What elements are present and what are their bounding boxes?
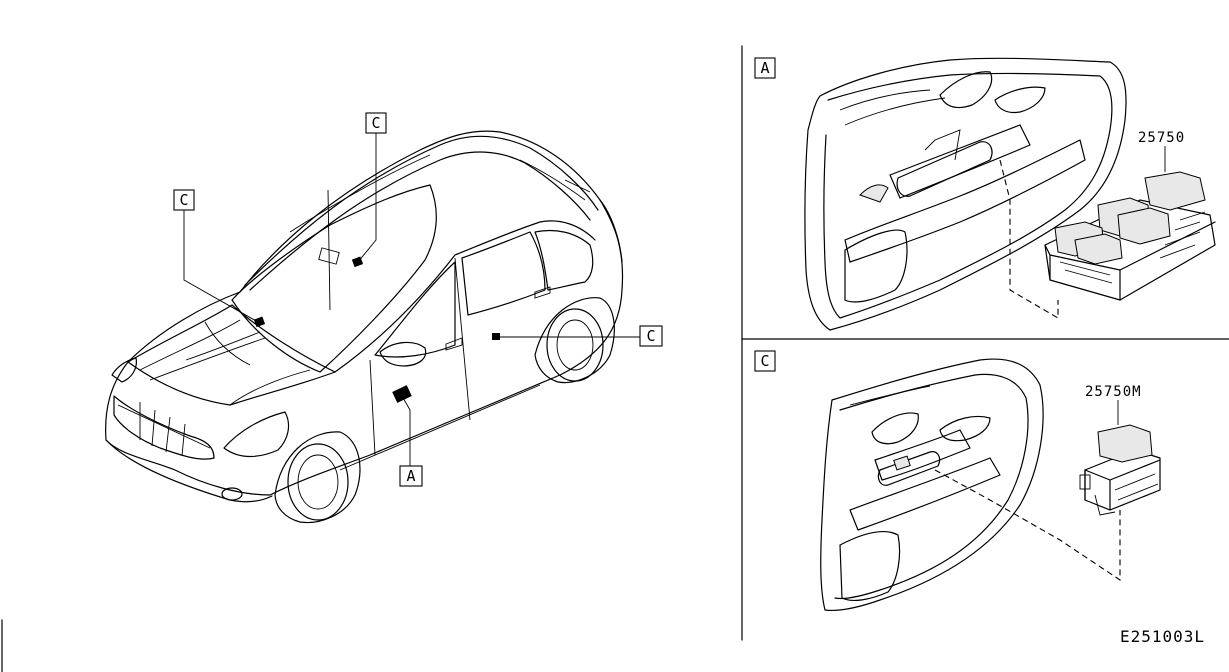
callout-car-c2: C [173, 189, 195, 211]
marker-driver [392, 385, 412, 403]
main-switch-assembly [1044, 171, 1216, 301]
svg-text:C: C [760, 352, 769, 370]
leader-lines [183, 133, 640, 466]
panel-a: A [754, 57, 1216, 331]
vehicle-illustration [105, 130, 624, 524]
diagram-code: E251003L [1120, 627, 1205, 646]
part-number-main-switch: 25750 [1138, 130, 1185, 146]
panel-dividers [1, 45, 1229, 672]
sub-switch-assembly [1079, 424, 1161, 516]
marker-rear-right [492, 333, 500, 340]
svg-text:C: C [646, 327, 655, 345]
svg-text:C: C [179, 191, 188, 209]
svg-text:A: A [760, 59, 769, 77]
svg-text:A: A [406, 467, 415, 485]
callout-car-c1: C [365, 112, 387, 134]
marker-front-passenger [253, 316, 266, 328]
part-number-sub-switch: 25750M [1085, 384, 1142, 400]
switch-markers [253, 247, 500, 403]
callout-car-c3: C [639, 325, 663, 347]
svg-text:C: C [371, 114, 380, 132]
panel-c: C 25750M [754, 350, 1161, 612]
callout-car-a: A [399, 465, 423, 487]
